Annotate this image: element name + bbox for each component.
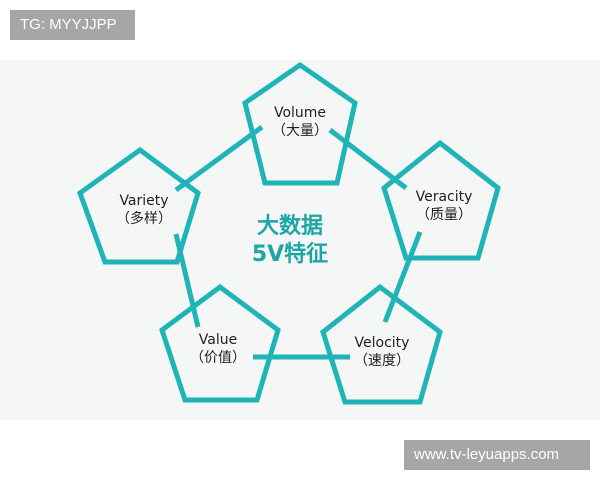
pentagon-veracity: [381, 139, 501, 261]
pentagon-volume: [242, 61, 358, 186]
node-value: Value （价值）: [163, 331, 273, 367]
node-velocity-zh: （速度）: [354, 353, 410, 369]
connector-veracity-velocity: [382, 231, 423, 323]
center-title: 大数据 5V特征: [230, 213, 350, 269]
pentagon-value: [159, 283, 281, 403]
node-velocity: Velocity （速度）: [327, 334, 437, 370]
node-variety-en: Variety: [119, 193, 169, 209]
node-volume: Volume （大量）: [245, 104, 355, 140]
watermark-top-left: TG: MYYJJPP: [10, 10, 135, 40]
center-title-line1: 大数据: [256, 214, 323, 239]
node-value-en: Value: [198, 332, 238, 348]
pentagon-variety: [77, 146, 201, 265]
watermark-bottom-right: www.tv-leyuapps.com: [404, 440, 590, 470]
node-veracity: Veracity （质量）: [389, 188, 499, 224]
node-variety-zh: （多样）: [116, 211, 172, 227]
pentagon-velocity: [320, 283, 443, 405]
node-veracity-en: Veracity: [415, 189, 473, 205]
node-variety: Variety （多样）: [89, 192, 199, 228]
node-velocity-en: Velocity: [354, 335, 410, 351]
diagram-panel: [0, 60, 600, 420]
node-volume-zh: （大量）: [272, 123, 328, 139]
node-volume-en: Volume: [273, 105, 327, 121]
center-title-line2: 5V特征: [251, 242, 329, 267]
connector-volume-variety: [174, 124, 264, 193]
node-value-zh: （价值）: [190, 350, 246, 366]
node-veracity-zh: （质量）: [416, 207, 472, 223]
